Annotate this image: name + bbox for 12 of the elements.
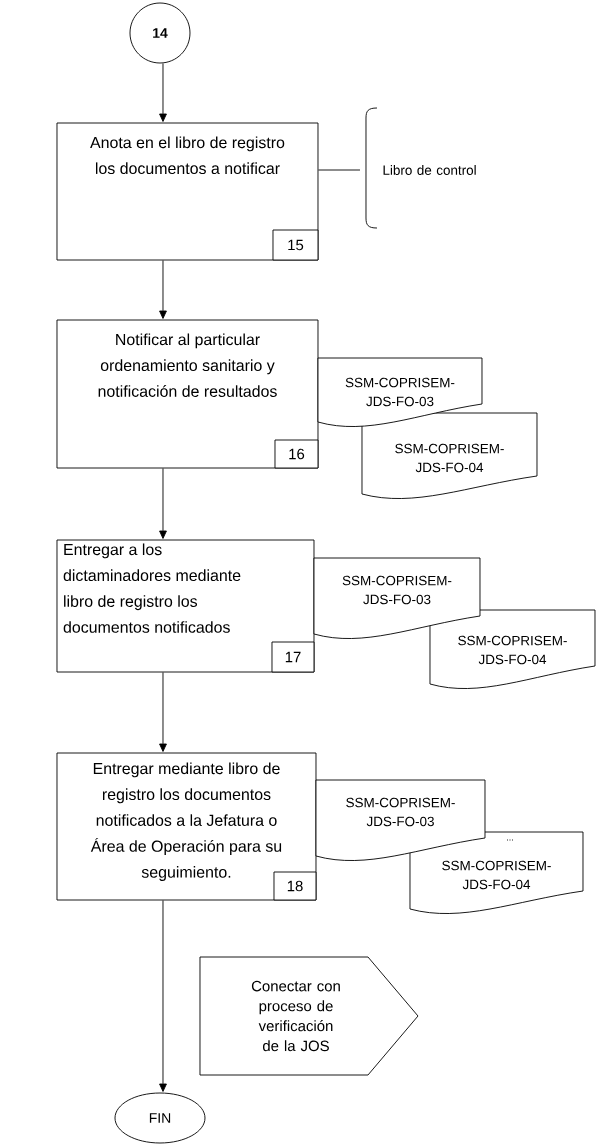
step-number: 18 xyxy=(273,871,317,901)
note-text: ... xyxy=(507,839,513,841)
offpage-connector: Conectar con proceso de verificación de la JOS xyxy=(199,956,419,1076)
step-number: 17 xyxy=(271,641,315,673)
arrow xyxy=(159,260,167,319)
arrow xyxy=(159,672,167,752)
arrow xyxy=(159,63,167,122)
arrow xyxy=(159,900,167,1092)
arrow xyxy=(159,468,167,539)
step-number: 15 xyxy=(272,229,319,261)
annotation-bracket: Libro de control xyxy=(365,107,476,229)
step-number: 16 xyxy=(274,439,319,469)
